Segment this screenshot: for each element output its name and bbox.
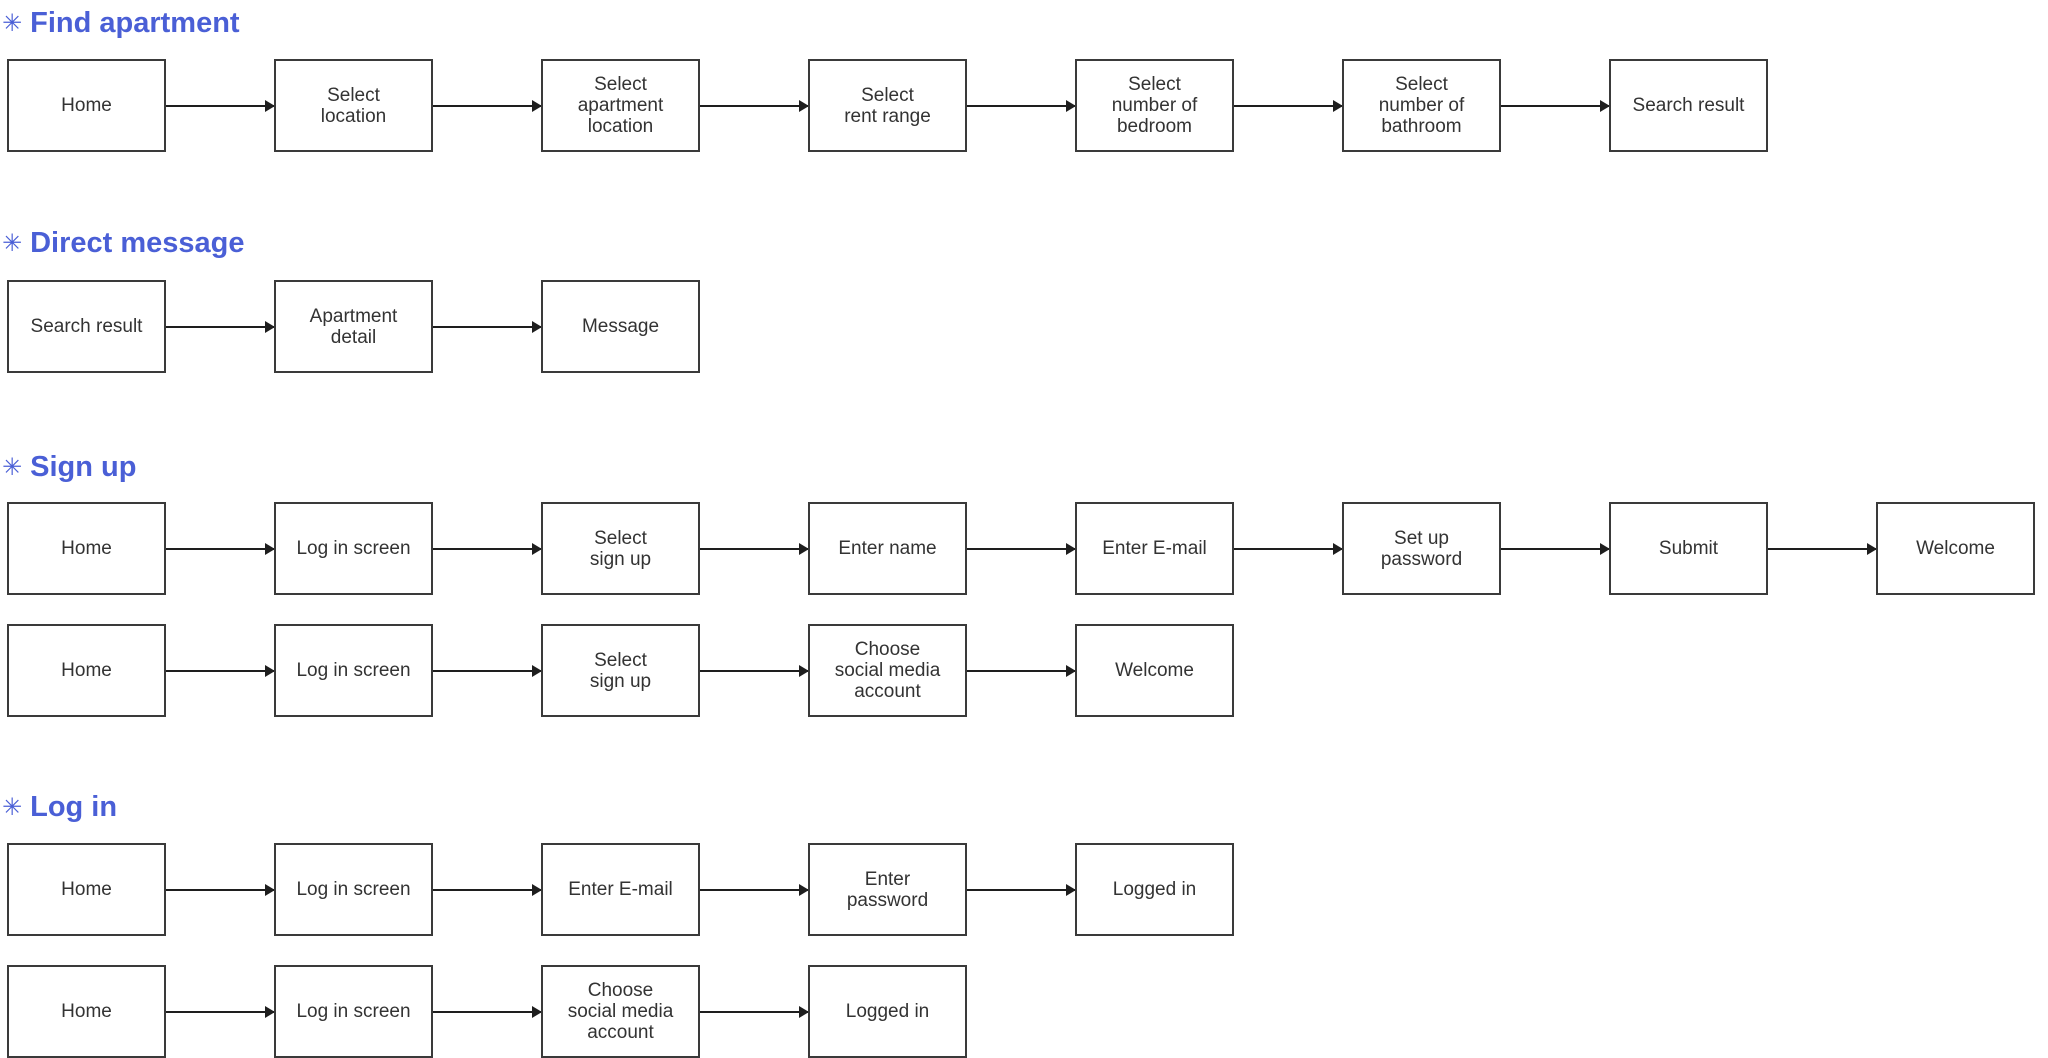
flow-step-box: Enter E-mail	[541, 843, 700, 936]
arrowhead-icon	[265, 1006, 275, 1018]
flow-arrow	[166, 100, 275, 112]
flow-step-box: Logged in	[808, 965, 967, 1058]
flow-step-box: Log in screen	[274, 843, 433, 936]
flow-step-box: Home	[7, 624, 166, 717]
arrowhead-icon	[532, 1006, 542, 1018]
flow-arrow	[700, 543, 809, 555]
flow-step-box: Select number of bedroom	[1075, 59, 1234, 152]
flow-step-box: Select location	[274, 59, 433, 152]
flow-step-box: Logged in	[1075, 843, 1234, 936]
flow-arrow	[700, 884, 809, 896]
arrowhead-icon	[265, 543, 275, 555]
flow-step-box: Home	[7, 965, 166, 1058]
flow-arrow	[700, 100, 809, 112]
arrowhead-icon	[1600, 543, 1610, 555]
flow-arrow	[967, 100, 1076, 112]
arrowhead-icon	[1333, 100, 1343, 112]
flow-arrow	[433, 321, 542, 333]
flow-arrow	[1768, 543, 1877, 555]
flow-step-box: Submit	[1609, 502, 1768, 595]
arrowhead-icon	[265, 100, 275, 112]
flow-step-box: Search result	[1609, 59, 1768, 152]
arrowhead-icon	[265, 884, 275, 896]
flow-step-box: Welcome	[1075, 624, 1234, 717]
flow-step-box: Log in screen	[274, 965, 433, 1058]
arrowhead-icon	[265, 665, 275, 677]
section-title: Sign up	[30, 451, 137, 483]
flow-arrow	[967, 884, 1076, 896]
flow-step-box: Log in screen	[274, 502, 433, 595]
flow-step-box: Log in screen	[274, 624, 433, 717]
flow-step-box: Select rent range	[808, 59, 967, 152]
flow-arrow	[433, 884, 542, 896]
flow-step-box: Enter password	[808, 843, 967, 936]
flow-arrow	[967, 665, 1076, 677]
flow-step-box: Enter E-mail	[1075, 502, 1234, 595]
flow-step-box: Select number of bathroom	[1342, 59, 1501, 152]
flow-step-box: Welcome	[1876, 502, 2035, 595]
flow-step-box: Set up password	[1342, 502, 1501, 595]
flow-step-box: Enter name	[808, 502, 967, 595]
flow-arrow	[1234, 543, 1343, 555]
flow-step-box: Select apartment location	[541, 59, 700, 152]
section-heading-find-apartment: ✳Find apartment	[2, 9, 240, 38]
arrowhead-icon	[1066, 884, 1076, 896]
section-heading-direct-message: ✳Direct message	[2, 229, 245, 258]
flow-arrow	[1501, 543, 1610, 555]
flow-step-box: Search result	[7, 280, 166, 373]
flow-arrow	[166, 1006, 275, 1018]
flow-step-box: Home	[7, 59, 166, 152]
flow-step-box: Home	[7, 843, 166, 936]
flow-arrow	[433, 100, 542, 112]
flow-arrow	[700, 665, 809, 677]
flow-arrow	[433, 1006, 542, 1018]
arrowhead-icon	[799, 884, 809, 896]
flow-arrow	[967, 543, 1076, 555]
flow-step-box: Message	[541, 280, 700, 373]
flow-step-box: Choose social media account	[541, 965, 700, 1058]
arrowhead-icon	[532, 665, 542, 677]
flow-arrow	[433, 543, 542, 555]
section-title: Direct message	[30, 227, 245, 259]
flow-step-box: Apartment detail	[274, 280, 433, 373]
flow-step-box: Select sign up	[541, 624, 700, 717]
arrowhead-icon	[265, 321, 275, 333]
flow-step-box: Select sign up	[541, 502, 700, 595]
arrowhead-icon	[1867, 543, 1877, 555]
arrowhead-icon	[799, 543, 809, 555]
flow-arrow	[166, 543, 275, 555]
arrowhead-icon	[532, 321, 542, 333]
flow-arrow	[433, 665, 542, 677]
arrowhead-icon	[1600, 100, 1610, 112]
asterisk-icon: ✳	[2, 453, 23, 481]
arrowhead-icon	[532, 884, 542, 896]
flow-arrow	[700, 1006, 809, 1018]
flow-arrow	[166, 665, 275, 677]
section-heading-sign-up: ✳Sign up	[2, 453, 136, 482]
arrowhead-icon	[532, 543, 542, 555]
asterisk-icon: ✳	[2, 9, 23, 37]
flow-arrow	[166, 321, 275, 333]
arrowhead-icon	[1066, 543, 1076, 555]
flow-step-box: Choose social media account	[808, 624, 967, 717]
arrowhead-icon	[1066, 665, 1076, 677]
flow-arrow	[1234, 100, 1343, 112]
flow-arrow	[166, 884, 275, 896]
arrowhead-icon	[532, 100, 542, 112]
section-title: Log in	[30, 791, 118, 823]
flow-arrow	[1501, 100, 1610, 112]
asterisk-icon: ✳	[2, 229, 23, 257]
arrowhead-icon	[799, 100, 809, 112]
section-title: Find apartment	[30, 7, 240, 39]
asterisk-icon: ✳	[2, 793, 23, 821]
arrowhead-icon	[1333, 543, 1343, 555]
arrowhead-icon	[799, 665, 809, 677]
section-heading-log-in: ✳Log in	[2, 793, 117, 822]
arrowhead-icon	[1066, 100, 1076, 112]
arrowhead-icon	[799, 1006, 809, 1018]
flow-step-box: Home	[7, 502, 166, 595]
